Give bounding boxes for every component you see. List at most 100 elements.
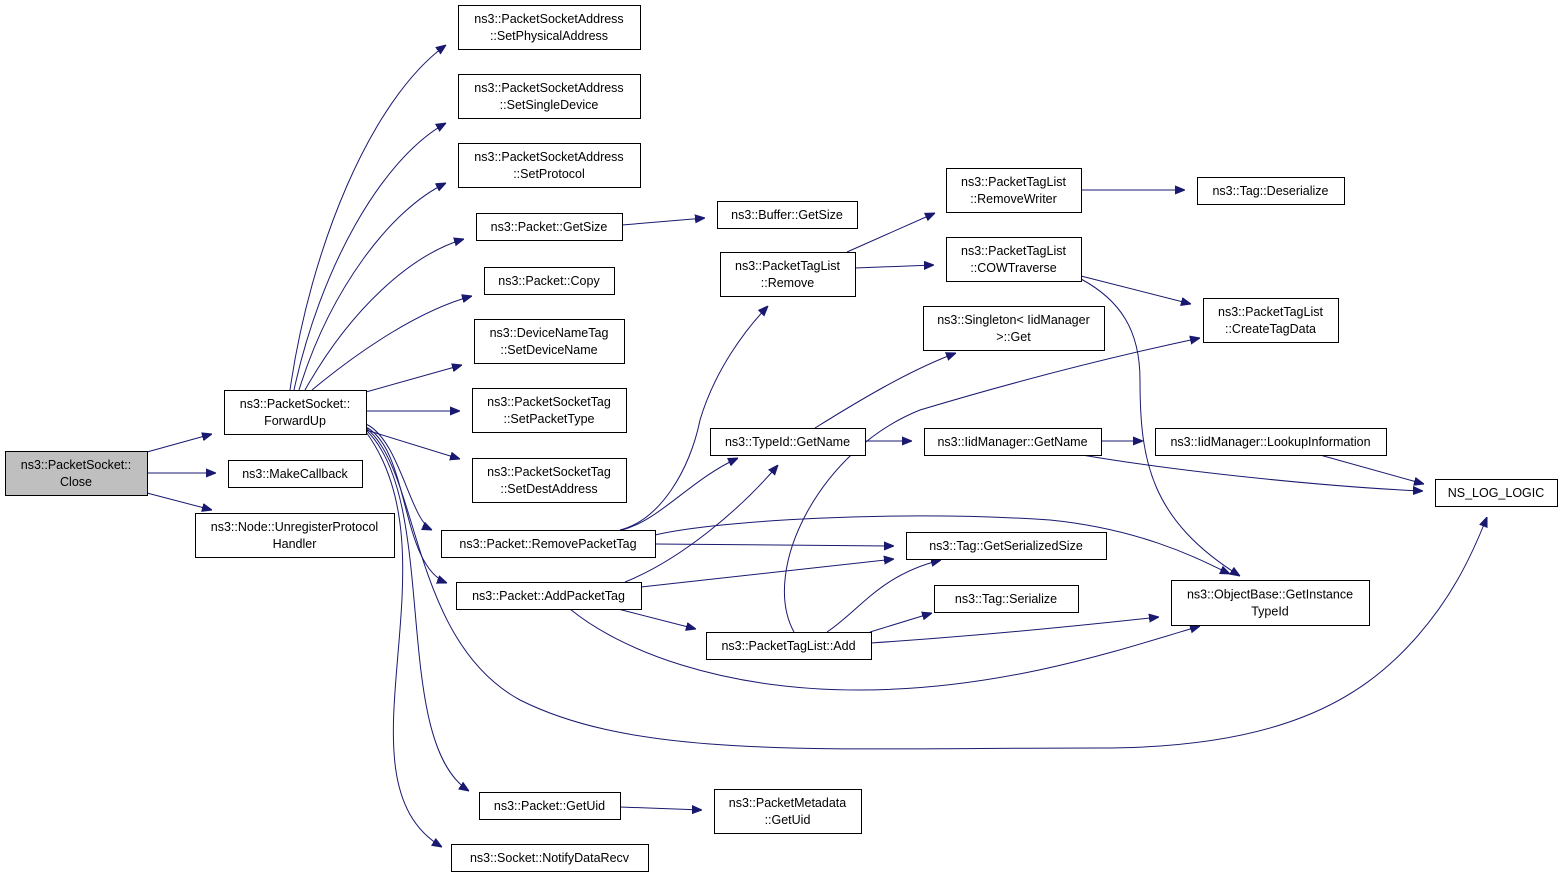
node-cowtraverse[interactable]: ns3::PacketTagList::COWTraverse	[946, 237, 1082, 282]
node-setproto[interactable]: ns3::PacketSocketAddress::SetProtocol	[458, 143, 641, 188]
node-close[interactable]: ns3::PacketSocket::Close	[5, 451, 148, 496]
node-label: ns3::MakeCallback	[242, 467, 348, 481]
edge-forwardup-to-pcopy	[311, 296, 472, 391]
edge-forwardup-to-setdestaddr	[365, 429, 460, 459]
node-label: ns3::IidManager::GetName	[937, 435, 1087, 449]
edge-line	[814, 353, 956, 429]
node-box	[946, 237, 1082, 282]
edge-line	[289, 45, 446, 391]
node-box	[456, 582, 642, 610]
node-box	[1435, 479, 1558, 507]
node-label: ns3::Packet::AddPacketTag	[472, 589, 625, 603]
node-label: ns3::PacketTagList	[961, 244, 1066, 258]
edge-close-to-unregister	[146, 492, 212, 510]
edge-forwardup-to-setdevname	[365, 365, 462, 393]
edge-ptlremove-to-cowtraverse	[854, 265, 934, 268]
node-setpkttype[interactable]: ns3::PacketSocketTag::SetPacketType	[472, 388, 627, 433]
node-label: ::SetPacketType	[503, 412, 594, 426]
node-notifydata[interactable]: ns3::Socket::NotifyDataRecv	[451, 844, 649, 872]
edge-line	[304, 239, 464, 391]
node-box	[472, 458, 627, 503]
edge-line	[365, 426, 447, 583]
edge-line	[1081, 454, 1423, 491]
edge-line	[869, 613, 932, 633]
node-getserialsize[interactable]: ns3::Tag::GetSerializedSize	[906, 532, 1107, 560]
edge-line	[146, 492, 212, 510]
node-label: ns3::Node::UnregisterProtocol	[211, 520, 378, 534]
edge-forwardup-to-getuid	[365, 429, 469, 791]
edge-line	[617, 608, 696, 629]
node-pgetsize[interactable]: ns3::Packet::GetSize	[476, 213, 623, 241]
edge-removepkttag-to-ptlremove	[619, 306, 768, 531]
edge-iidgetname-to-nslog	[1081, 454, 1423, 491]
node-label: ns3::PacketTagList::Add	[721, 639, 855, 653]
edge-line	[624, 465, 778, 583]
node-label: ns3::Tag::Serialize	[955, 592, 1057, 606]
edge-removepkttag-to-typeidgetname	[621, 458, 738, 531]
edge-forwardup-to-setproto	[298, 183, 446, 391]
node-removewriter[interactable]: ns3::PacketTagList::RemoveWriter	[946, 168, 1082, 213]
edge-addpkttag-to-objgetinst	[569, 608, 1200, 691]
node-pmgetuid[interactable]: ns3::PacketMetadata::GetUid	[714, 789, 862, 834]
node-box	[717, 201, 858, 229]
node-nslog[interactable]: NS_LOG_LOGIC	[1435, 479, 1558, 507]
node-label: Close	[60, 475, 92, 489]
node-label: ::CreateTagData	[1225, 322, 1316, 336]
node-box	[472, 388, 627, 433]
node-ptladd[interactable]: ns3::PacketTagList::Add	[706, 632, 872, 660]
edge-ptladd-to-createtagdata	[784, 338, 1200, 633]
node-label: ns3::PacketTagList	[961, 175, 1066, 189]
node-label: ns3::ObjectBase::GetInstance	[1187, 588, 1353, 602]
node-label: ns3::Packet::GetUid	[494, 799, 605, 813]
edge-line	[1319, 454, 1424, 484]
node-forwardup[interactable]: ns3::PacketSocket::ForwardUp	[224, 390, 367, 435]
edge-line	[654, 544, 894, 546]
node-lookupinfo[interactable]: ns3::IidManager::LookupInformation	[1155, 428, 1387, 456]
node-iidgetname[interactable]: ns3::IidManager::GetName	[924, 428, 1102, 456]
node-ptlremove[interactable]: ns3::PacketTagList::Remove	[720, 252, 856, 297]
node-box	[946, 168, 1082, 213]
node-box	[1197, 177, 1345, 205]
node-tagserialize[interactable]: ns3::Tag::Serialize	[934, 585, 1079, 613]
edge-forwardup-to-addpkttag	[365, 426, 447, 583]
node-label: ns3::TypeId::GetName	[725, 435, 850, 449]
edge-forwardup-to-setsingle	[293, 123, 446, 391]
edge-removepkttag-to-objgetinst	[654, 515, 1230, 574]
node-box	[923, 306, 1105, 351]
node-box	[195, 513, 395, 558]
node-addpkttag[interactable]: ns3::Packet::AddPacketTag	[456, 582, 642, 610]
node-setphys[interactable]: ns3::PacketSocketAddress::SetPhysicalAdd…	[458, 5, 641, 50]
node-removepkttag[interactable]: ns3::Packet::RemovePacketTag	[441, 530, 656, 558]
edge-ptladd-to-getserialsize	[826, 560, 941, 633]
edge-line	[293, 123, 446, 391]
node-pcopy[interactable]: ns3::Packet::Copy	[484, 267, 615, 295]
edge-forwardup-to-nslog	[365, 427, 1487, 750]
node-getuid[interactable]: ns3::Packet::GetUid	[479, 792, 621, 820]
node-label: ns3::PacketSocket::	[240, 397, 350, 411]
node-label: ns3::Singleton< IidManager	[937, 313, 1090, 327]
node-label: ::SetPhysicalAddress	[490, 29, 608, 43]
node-makecallback[interactable]: ns3::MakeCallback	[228, 460, 363, 488]
node-createtagdata[interactable]: ns3::PacketTagList::CreateTagData	[1203, 298, 1339, 343]
node-box	[458, 143, 641, 188]
node-label: ns3::Packet::Copy	[498, 274, 600, 288]
node-label: ns3::PacketMetadata	[729, 796, 846, 810]
edge-line	[365, 429, 469, 791]
node-singletonget[interactable]: ns3::Singleton< IidManager>::Get	[923, 306, 1105, 351]
node-setdevname[interactable]: ns3::DeviceNameTag::SetDeviceName	[474, 319, 625, 364]
node-typeidgetname[interactable]: ns3::TypeId::GetName	[710, 428, 866, 456]
edge-line	[854, 265, 934, 268]
edge-ptladd-to-tagserialize	[869, 613, 932, 633]
node-setdestaddr[interactable]: ns3::PacketSocketTag::SetDestAddress	[472, 458, 627, 503]
edge-addpkttag-to-getserialsize	[640, 559, 894, 588]
node-setsingle[interactable]: ns3::PacketSocketAddress::SetSingleDevic…	[458, 74, 641, 119]
node-label: >::Get	[996, 330, 1031, 344]
node-bufgetsize[interactable]: ns3::Buffer::GetSize	[717, 201, 858, 229]
node-box	[458, 74, 641, 119]
edge-removepkttag-to-getserialsize	[654, 544, 894, 546]
node-box	[228, 460, 363, 488]
node-tagdeserialize[interactable]: ns3::Tag::Deserialize	[1197, 177, 1345, 205]
node-label: TypeId	[1251, 605, 1289, 619]
